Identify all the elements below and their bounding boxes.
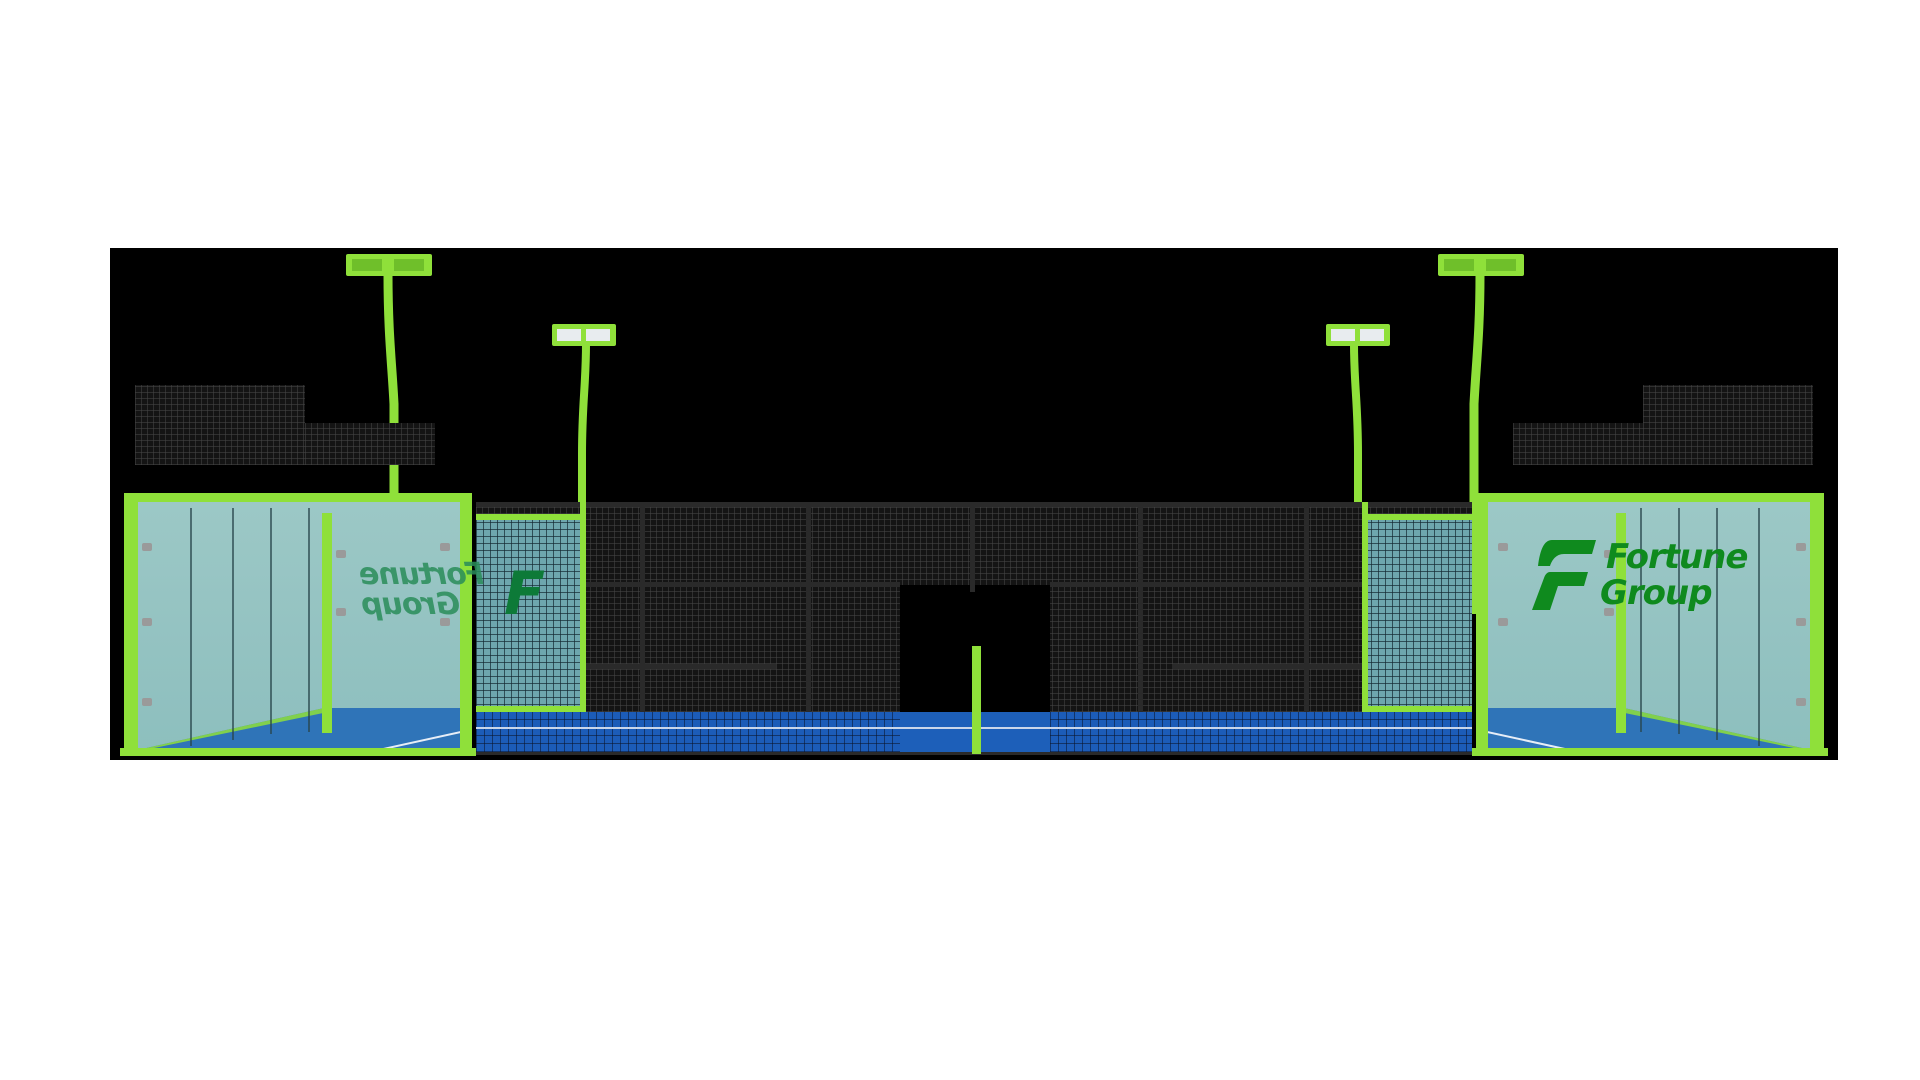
right-frame-post-inner	[1476, 493, 1488, 755]
right-frame-post-mid	[1616, 513, 1626, 733]
floodlight-right-tall	[1434, 248, 1524, 614]
pole-icon	[383, 274, 399, 614]
right-frame-top	[1478, 493, 1824, 502]
left-frame-post-outer	[124, 493, 138, 755]
lower-mesh-right	[1050, 712, 1472, 752]
fortune-f-logo-icon	[1532, 540, 1596, 610]
right-inner-glass-mesh	[1364, 516, 1472, 712]
floodlight-right-short	[1326, 324, 1396, 624]
left-court-floor	[124, 708, 470, 753]
left-inner-logo-mark: F	[504, 559, 545, 629]
fortune-group-wordmark: Fortune Group	[1600, 537, 1748, 613]
left-frame-top	[124, 493, 470, 502]
left-frame-post-inner	[460, 493, 472, 755]
left-frame-post-mid	[322, 513, 332, 733]
right-frame-post-outer	[1810, 493, 1824, 755]
pole-icon	[578, 344, 590, 624]
right-frame-bottom	[1472, 748, 1828, 756]
pole-icon	[1350, 344, 1362, 624]
right-upper-mesh-low	[1513, 423, 1643, 465]
left-upper-mesh-tall	[135, 385, 305, 465]
fortune-group-logo	[1530, 536, 1600, 617]
render-background: F Fortune Group	[110, 248, 1838, 760]
left-inner-glass-mesh	[476, 516, 584, 712]
net-post	[972, 646, 981, 754]
right-upper-mesh-tall	[1643, 385, 1813, 465]
left-wall-brand-mirrored: Fortune Group	[360, 557, 484, 622]
lower-mesh-left	[476, 712, 900, 752]
right-court-floor	[1478, 708, 1824, 753]
left-frame-bottom	[120, 748, 476, 756]
floodlight-left-short	[552, 324, 622, 624]
pole-icon	[1469, 274, 1485, 614]
floodlight-left-tall	[346, 248, 436, 614]
left-upper-mesh-low	[305, 423, 435, 465]
